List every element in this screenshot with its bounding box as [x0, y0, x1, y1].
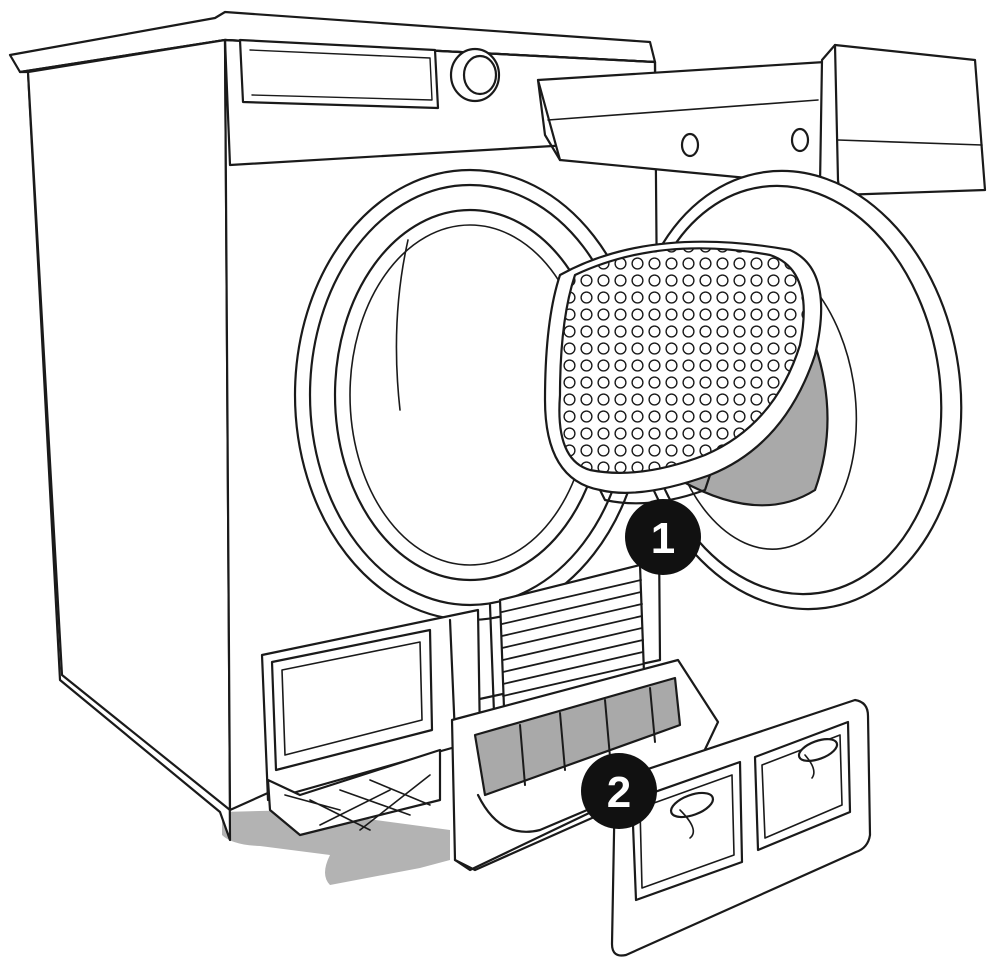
- callout-1: 1: [625, 499, 701, 575]
- filter-cover[interactable]: [610, 698, 872, 957]
- water-container[interactable]: [536, 43, 987, 197]
- door-filter[interactable]: [540, 230, 840, 505]
- program-knob[interactable]: [449, 47, 501, 103]
- water-container-handle[interactable]: [818, 43, 987, 197]
- heat-exchanger-compartment: [260, 608, 482, 837]
- callout-2-label: 2: [607, 768, 631, 817]
- callout-1-label: 1: [651, 514, 675, 563]
- filter-cover-latch-right[interactable]: [796, 735, 840, 766]
- side-panel-face: [26, 38, 232, 812]
- floor-shadow: [222, 810, 450, 885]
- callout-2: 2: [581, 753, 657, 829]
- display-panel: [238, 38, 440, 110]
